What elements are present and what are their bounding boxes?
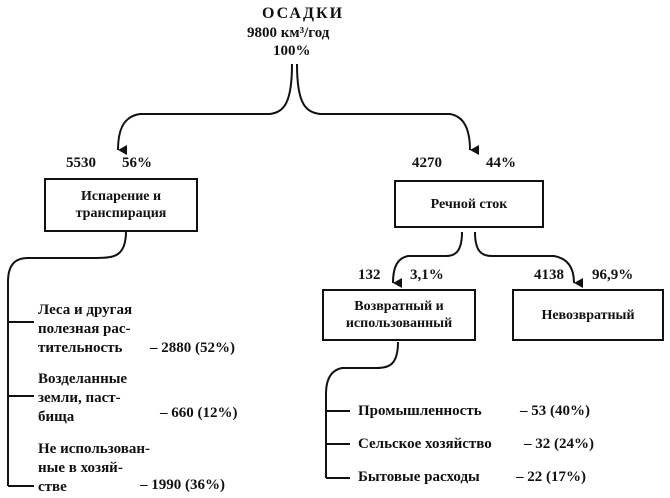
unused-label: Не использован- ные в хозяй- стве <box>38 441 150 495</box>
bracket-evaporation <box>7 230 127 486</box>
evaporation-label: Испарение и транспирация <box>75 189 167 221</box>
evaporation-percent: 56% <box>122 155 152 171</box>
nonreturnable-amount: 4138 <box>534 267 564 283</box>
bracket-returnable <box>325 341 399 478</box>
returnable-percent: 3,1% <box>410 267 444 283</box>
nonreturnable-percent: 96,9% <box>592 267 634 283</box>
arrow-to-runoff <box>296 63 480 155</box>
runoff-label: Речной сток <box>430 196 508 212</box>
precipitation-total: 9800 км³/год <box>247 25 330 41</box>
arrow-to-evaporation <box>117 63 293 156</box>
runoff-percent: 44% <box>486 155 516 171</box>
forests-value: – 2880 (52%) <box>150 340 235 356</box>
agriculture-label: Сельское хозяйство <box>358 436 492 452</box>
nonreturnable-label: Невозвратный <box>541 307 635 323</box>
returnable-amount: 132 <box>358 267 381 283</box>
evaporation-amount: 5530 <box>66 155 96 171</box>
household-value: – 22 (17%) <box>516 469 586 485</box>
farmland-label: Возделанные земли, паст- бища <box>38 371 128 425</box>
runoff-box: Речной сток <box>394 180 544 228</box>
nonreturnable-box: Невозвратный <box>512 289 664 341</box>
arrow-to-nonreturnable <box>474 231 584 288</box>
returnable-label: Возвратный и использованный <box>345 299 453 331</box>
evaporation-box: Испарение и транспирация <box>44 178 198 232</box>
runoff-amount: 4270 <box>412 155 442 171</box>
returnable-box: Возвратный и использованный <box>322 289 476 341</box>
unused-value: – 1990 (36%) <box>140 477 225 493</box>
farmland-value: – 660 (12%) <box>160 405 238 421</box>
precipitation-title: ОСАДКИ <box>262 5 345 22</box>
household-label: Бытовые расходы <box>358 469 480 485</box>
agriculture-value: – 32 (24%) <box>524 436 594 452</box>
industry-value: – 53 (40%) <box>520 403 590 419</box>
forests-label: Леса и другая полезная рас- тительность <box>38 302 133 356</box>
arrow-to-returnable <box>392 231 463 289</box>
industry-label: Промышленность <box>358 403 482 419</box>
precipitation-percent: 100% <box>273 43 311 59</box>
